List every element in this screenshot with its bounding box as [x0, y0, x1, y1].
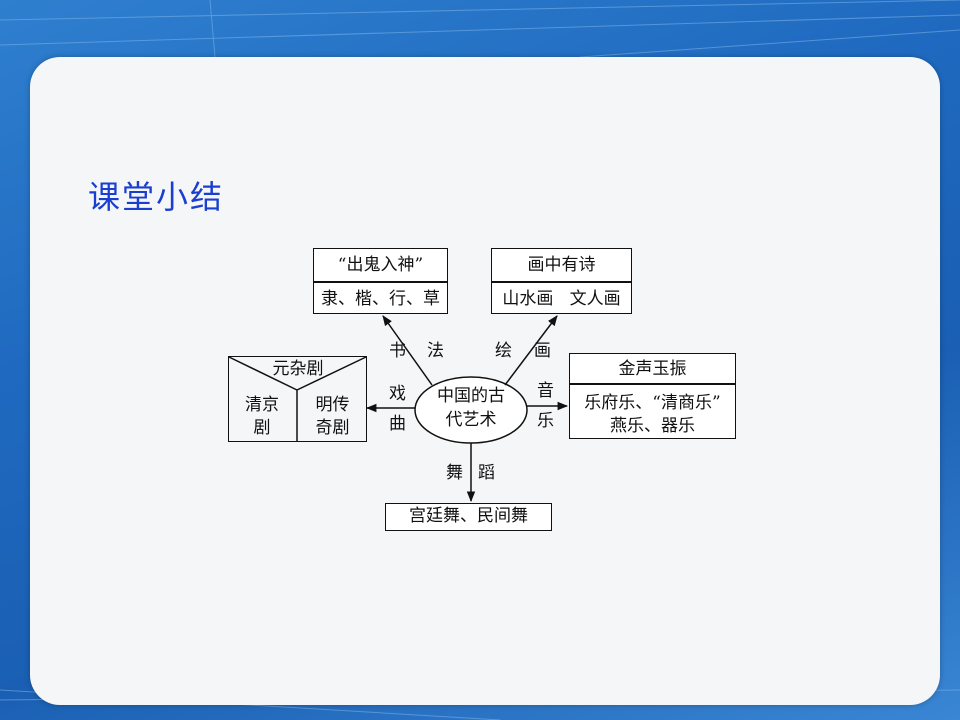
edge-painting-1: 绘 — [495, 341, 512, 361]
opera-right-2: 奇剧 — [315, 418, 350, 438]
calligraphy-bottom: 隶、楷、行、草 — [321, 289, 440, 309]
edge-music-1: 音 — [537, 381, 554, 401]
opera-box — [228, 356, 367, 442]
arrow-painting — [504, 315, 558, 386]
center-line-2: 代艺术 — [445, 410, 497, 430]
edge-opera-1: 戏 — [389, 384, 406, 404]
painting-bottom: 山水画 文人画 — [502, 289, 621, 309]
edge-painting-2: 画 — [534, 341, 551, 361]
opera-box-lines — [228, 356, 367, 441]
painting-divider — [491, 281, 632, 283]
edge-dance-1: 舞 — [446, 463, 463, 483]
edge-dance-2: 蹈 — [478, 463, 495, 483]
opera-right-1: 明传 — [315, 395, 350, 415]
slide-title: 课堂小结 — [88, 178, 225, 216]
edge-calligraphy-2: 法 — [427, 341, 444, 361]
opera-left-1: 清京 — [245, 395, 279, 415]
music-box — [569, 353, 736, 439]
dance-text: 宫廷舞、民间舞 — [409, 506, 528, 526]
dance-box — [385, 503, 552, 531]
music-bottom-1: 乐府乐、“清商乐” — [584, 393, 721, 413]
painting-top: 画中有诗 — [527, 255, 596, 275]
edge-opera-2: 曲 — [389, 414, 406, 434]
calligraphy-top: “出鬼入神” — [337, 255, 424, 275]
edge-music-2: 乐 — [537, 411, 554, 431]
arrow-calligraphy — [382, 315, 433, 386]
music-bottom-2: 燕乐、器乐 — [610, 416, 695, 436]
calligraphy-divider — [313, 281, 448, 283]
edge-calligraphy-1: 书 — [389, 341, 406, 361]
opera-left-2: 剧 — [253, 418, 271, 438]
opera-top: 元杂剧 — [272, 359, 324, 379]
center-line-1: 中国的古 — [437, 386, 505, 406]
music-top: 金声玉振 — [618, 359, 687, 379]
music-divider — [569, 383, 736, 385]
